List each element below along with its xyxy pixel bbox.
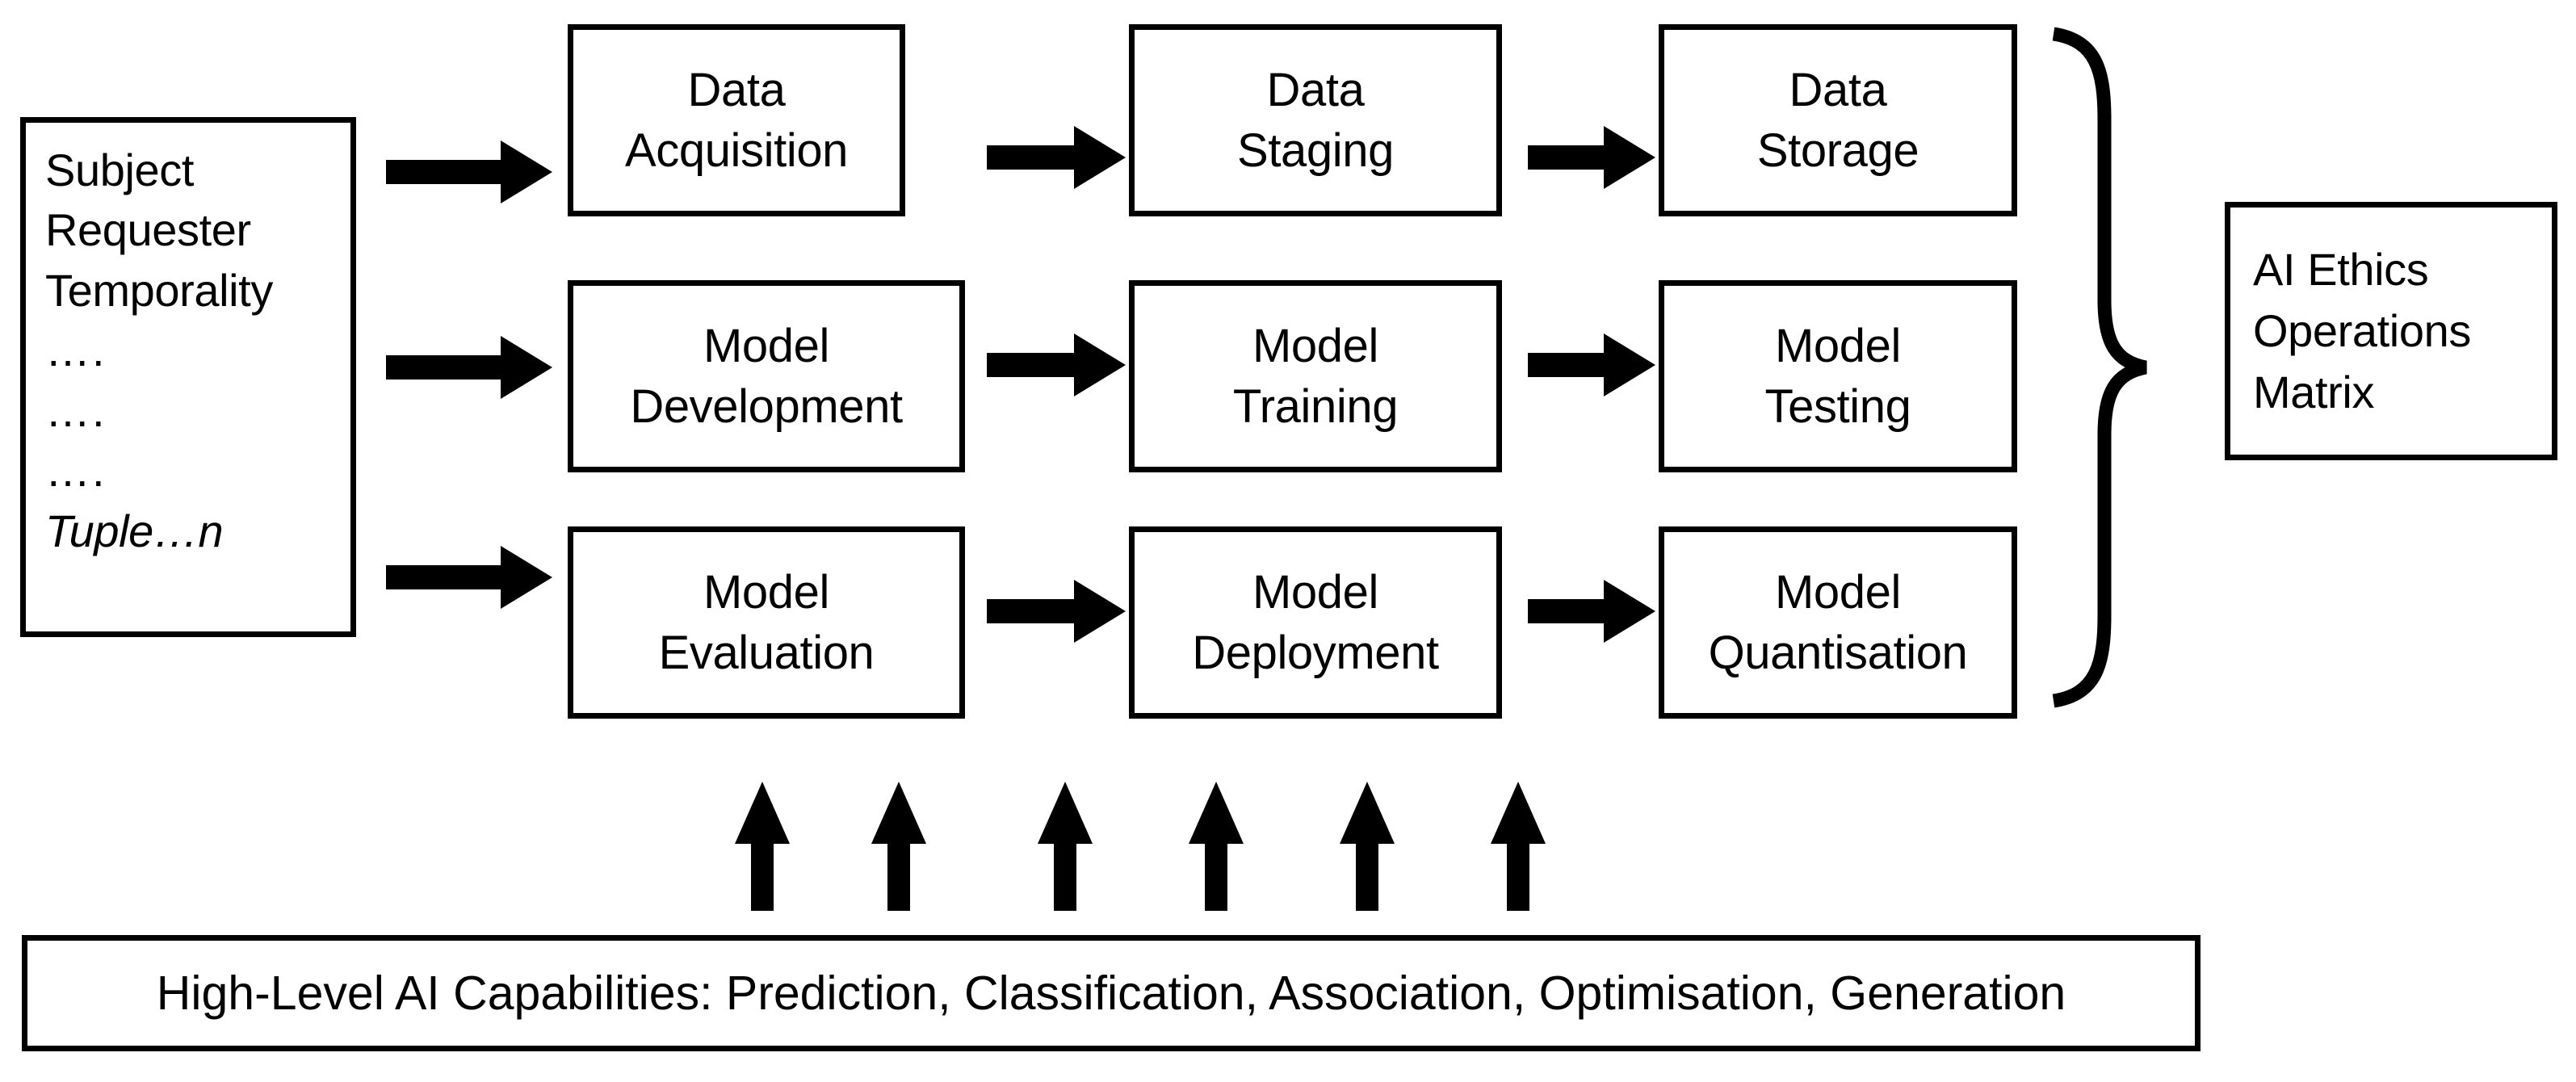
capability-arrow-5 xyxy=(1340,782,1395,911)
tuple-line-n: Tuple…n xyxy=(45,505,224,556)
tuple-line-requester: Requester xyxy=(45,204,251,256)
stage-label-line1: Model xyxy=(1775,565,1901,619)
stage-box-data-storage: Data Storage xyxy=(1659,24,2017,216)
stage-label-line2: Development xyxy=(630,380,903,433)
stage-box-model-testing: Model Testing xyxy=(1659,280,2017,472)
stage-box-model-evaluation: Model Evaluation xyxy=(568,526,965,719)
stage-label-line1: Model xyxy=(703,565,829,619)
stage-box-data-staging: Data Staging xyxy=(1129,24,1502,216)
tuple-ellipsis-2: …. xyxy=(45,384,107,436)
stage-label-line2: Staging xyxy=(1237,124,1394,177)
stage-label-line1: Model xyxy=(1252,565,1378,619)
right-curly-brace-icon xyxy=(2052,27,2147,708)
ai-ethics-operations-matrix-box: AI Ethics Operations Matrix xyxy=(2225,202,2557,460)
flow-arrow-into-row-3 xyxy=(386,546,552,609)
stage-label-line2: Deployment xyxy=(1192,627,1439,679)
stage-label-line2: Testing xyxy=(1764,380,1911,433)
flow-arrow-row2-stage2-stage3 xyxy=(1528,333,1655,396)
stage-label-line1: Model xyxy=(1775,319,1901,372)
capability-arrow-6 xyxy=(1491,782,1546,911)
stage-label-line1: Data xyxy=(1266,63,1365,116)
capability-arrow-3 xyxy=(1038,782,1093,911)
stage-box-model-deployment: Model Deployment xyxy=(1129,526,1502,719)
high-level-ai-capabilities-banner: High-Level AI Capabilities: Prediction, … xyxy=(22,935,2201,1051)
stage-box-data-acquisition: Data Acquisition xyxy=(568,24,905,216)
capability-arrow-2 xyxy=(871,782,926,911)
flow-arrow-row3-stage2-stage3 xyxy=(1528,580,1655,643)
stage-label-line2: Evaluation xyxy=(658,627,875,679)
matrix-line-1: AI Ethics xyxy=(2253,243,2429,295)
flow-arrow-row3-stage1-stage2 xyxy=(987,580,1126,643)
stage-label-line1: Model xyxy=(703,319,829,372)
flow-arrow-row2-stage1-stage2 xyxy=(987,333,1126,396)
stage-label-line2: Training xyxy=(1232,380,1399,433)
stage-box-model-development: Model Development xyxy=(568,280,965,472)
matrix-line-2: Operations xyxy=(2253,304,2471,356)
flow-arrow-row1-stage1-stage2 xyxy=(987,126,1126,189)
tuple-line-temporality: Temporality xyxy=(45,264,273,316)
flow-arrow-into-row-1 xyxy=(386,140,552,203)
flow-arrow-into-row-2 xyxy=(386,336,552,399)
flow-arrow-row1-stage2-stage3 xyxy=(1528,126,1655,189)
stage-label-line1: Data xyxy=(1789,63,1887,116)
stage-label-line2: Acquisition xyxy=(624,124,849,177)
capability-arrow-4 xyxy=(1189,782,1244,911)
stage-box-model-quantisation: Model Quantisation xyxy=(1659,526,2017,719)
tuple-attributes-panel: Subject Requester Temporality …. …. …. T… xyxy=(20,117,356,637)
tuple-line-subject: Subject xyxy=(45,145,194,195)
stage-box-model-training: Model Training xyxy=(1129,280,1502,472)
matrix-line-3: Matrix xyxy=(2253,367,2375,418)
capabilities-banner-text: High-Level AI Capabilities: Prediction, … xyxy=(156,967,2066,1020)
stage-label-line1: Data xyxy=(687,63,786,116)
tuple-ellipsis-3: …. xyxy=(45,445,107,497)
tuple-ellipsis-1: …. xyxy=(45,325,107,376)
stage-label-line2: Storage xyxy=(1756,124,1919,177)
stage-label-line2: Quantisation xyxy=(1708,627,1968,679)
capability-arrow-1 xyxy=(735,782,790,911)
stage-label-line1: Model xyxy=(1252,319,1378,372)
